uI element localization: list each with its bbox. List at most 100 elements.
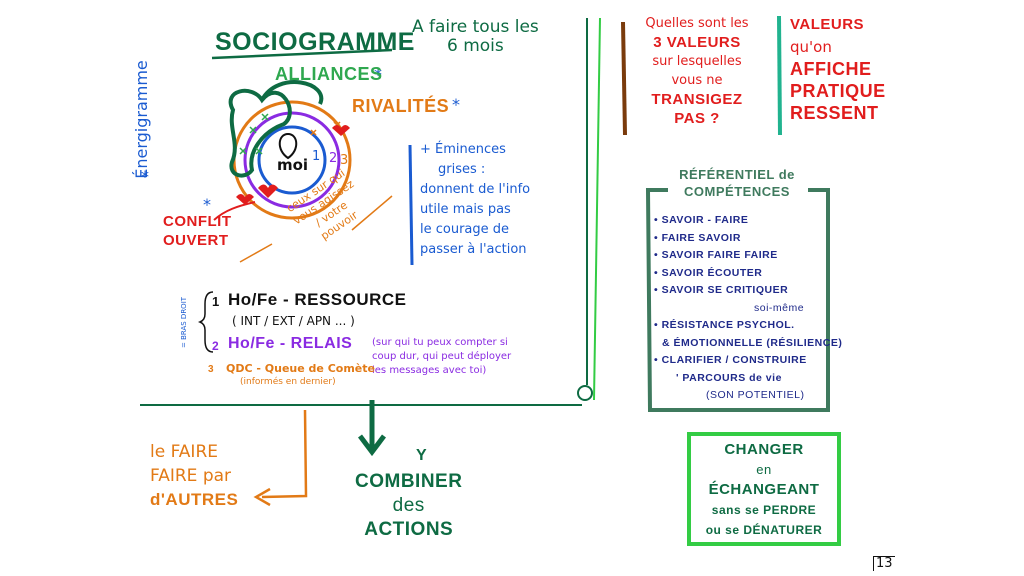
eminences-line: passer à l'action — [420, 242, 527, 257]
resource-2-note-line: les messages avec toi) — [372, 365, 487, 376]
valeurs-answer-bar — [777, 15, 782, 136]
resource-2-label: Ho/Fe - RELAIS — [228, 335, 353, 352]
referentiel-item: soi-même — [754, 301, 805, 314]
ring-number-1: 1 — [312, 149, 321, 164]
resource-1-number: 1 — [212, 294, 220, 309]
valeurs-question-line: sur lesquelles — [652, 54, 742, 69]
combiner-line: COMBINER — [355, 471, 463, 492]
valeurs-answer-line: VALEURS — [790, 16, 865, 33]
side-label: Énergigramme — [131, 60, 151, 179]
resource-3-label: QDC - Queue de Comète — [226, 362, 375, 375]
faire-faire-note: le FAIRE FAIRE par d'AUTRES — [150, 440, 238, 512]
resource-2-number: 2 — [212, 339, 220, 353]
referentiel-item: • CLARIFIER / CONSTRUIRE — [654, 354, 807, 366]
ring-number-2: 2 — [329, 151, 338, 166]
diag-dash-2 — [351, 195, 393, 231]
sociogram-title: SOCIOGRAMME — [215, 28, 415, 56]
heart-icon-small — [236, 194, 254, 205]
eminences-line: le courage de — [420, 222, 510, 237]
referentiel-title: RÉFÉRENTIEL de COMPÉTENCES — [652, 166, 822, 200]
resource-3-number: 3 — [208, 364, 215, 375]
faire-faire-line: d'AUTRES — [150, 490, 239, 509]
ring-crosses — [239, 113, 269, 155]
alliance-tail — [260, 80, 324, 105]
arrow-faire-faire — [261, 409, 308, 499]
changer-line: sans se PERDRE — [711, 503, 817, 517]
svg-text:*: * — [141, 167, 149, 186]
frequency-line: 6 mois — [447, 36, 504, 56]
valeurs-question-line: 3 VALEURS — [653, 34, 741, 51]
svg-text:*: * — [203, 195, 211, 214]
referentiel-item: • SAVOIR SE CRITIQUER — [654, 284, 789, 296]
changer-line: en — [756, 462, 772, 477]
conflit-label: CONFLIT OUVERT — [163, 212, 232, 250]
referentiel-title-line: COMPÉTENCES — [684, 184, 790, 199]
faire-faire-line: le FAIRE — [150, 442, 218, 462]
valeurs-question-line: Quelles sont les — [645, 16, 749, 31]
valeurs-answer-line: PRATIQUE — [790, 81, 886, 101]
valeurs-question-line: vous ne — [671, 73, 723, 88]
svg-text:*: * — [374, 65, 382, 84]
heart-icon-rival — [332, 125, 350, 136]
page-number: 13 — [873, 556, 895, 571]
conflit-line: CONFLIT — [163, 213, 232, 230]
column-divider-line — [593, 17, 601, 401]
bras-droit-label: = BRAS DROIT — [180, 296, 188, 348]
ring-number-3: 3 — [340, 153, 349, 168]
valeurs-answer-line: AFFICHE — [790, 59, 872, 79]
valeurs-answer-line: RESSENT — [790, 103, 879, 123]
conflit-line: OUVERT — [163, 232, 229, 249]
eminences-line: donnent de l'info — [420, 182, 531, 197]
referentiel-item: • SAVOIR ÉCOUTER — [654, 266, 763, 279]
heart-icon — [258, 184, 278, 198]
referentiel-frame — [645, 188, 830, 412]
diag-dash-1 — [239, 243, 273, 263]
moi-label: moi — [277, 156, 309, 174]
referentiel-item: • FAIRE SAVOIR — [654, 231, 741, 244]
referentiel-item: • SAVOIR FAIRE FAIRE — [654, 249, 778, 261]
referentiel-item: & ÉMOTIONNELLE (RÉSILIENCE) — [662, 336, 843, 349]
valeurs-question-line: TRANSIGEZ — [651, 91, 743, 108]
resource-1-label: Ho/Fe - RESSOURCE — [228, 290, 407, 309]
alliance-loop — [228, 89, 292, 178]
changer-line: CHANGER — [724, 441, 804, 458]
eminences-note: + Éminences grises : donnent de l'info u… — [420, 140, 530, 260]
changer-frame — [687, 432, 841, 546]
valeurs-question: Quelles sont les 3 VALEURS sur lesquelle… — [632, 14, 762, 128]
valeurs-question-bar — [621, 21, 627, 136]
frequency-line: A faire tous les — [412, 17, 539, 37]
svg-text:*: * — [452, 95, 460, 114]
asterisks: * * * * — [141, 65, 460, 214]
resource-2-note-line: coup dur, qui peut déployer — [372, 351, 512, 362]
eminences-bar — [408, 144, 414, 266]
changer-line: ou se DÉNATURER — [705, 523, 823, 537]
frequency-note: A faire tous les 6 mois — [412, 18, 539, 56]
referentiel-item: ' PARCOURS de vie — [676, 371, 782, 384]
faire-faire-line: FAIRE par — [150, 466, 232, 486]
ring-inner — [257, 125, 327, 195]
referentiel-item: • SAVOIR - FAIRE — [654, 214, 749, 226]
y-label: Y — [416, 447, 428, 464]
combiner-line: des — [392, 495, 425, 516]
moi-marker-icon — [278, 132, 298, 160]
valeurs-answer: VALEURS qu'on AFFICHE PRATIQUE RESSENT — [790, 14, 886, 124]
valeurs-answer-line: qu'on — [790, 38, 832, 56]
frame-corner-circle — [577, 385, 593, 401]
resource-2-note: (sur qui tu peux compter si coup dur, qu… — [372, 336, 511, 378]
referentiel-title-line: RÉFÉRENTIEL de — [679, 167, 795, 182]
ring-middle — [243, 111, 341, 209]
combiner-note: COMBINER des ACTIONS — [355, 470, 462, 542]
conflict-connector — [213, 201, 256, 221]
referentiel-item: (SON POTENTIEL) — [706, 389, 805, 401]
referentiel-item: • RÉSISTANCE PSYCHOL. — [654, 319, 795, 331]
resource-1-sub: ( INT / EXT / APN ... ) — [232, 314, 355, 328]
valeurs-question-line: PAS ? — [674, 110, 720, 127]
changer-box: CHANGER en ÉCHANGEANT sans se PERDRE ou … — [689, 440, 839, 540]
alliances-label: ALLIANCES — [275, 64, 383, 84]
eminences-line: grises : — [438, 162, 486, 177]
eminences-line: utile mais pas — [420, 202, 511, 217]
changer-line: ÉCHANGEANT — [708, 481, 820, 498]
eminences-line: + Éminences — [420, 142, 506, 157]
referentiel-list: • SAVOIR - FAIRE • FAIRE SAVOIR • SAVOIR… — [654, 212, 842, 405]
